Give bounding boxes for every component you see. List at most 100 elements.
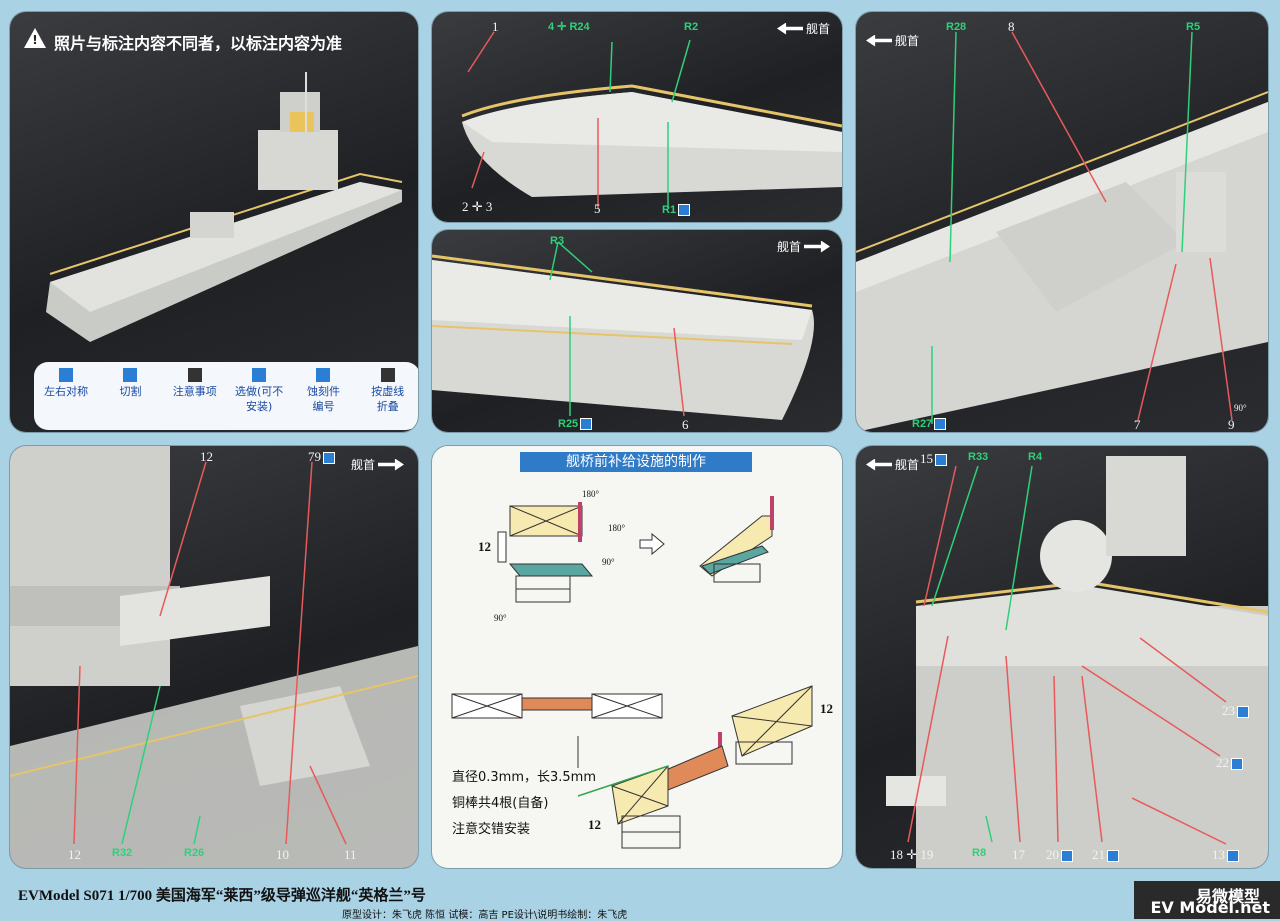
legend-label: 切割 — [119, 385, 142, 398]
photo-panel-bow-side: 舰首 R3 R25 6 — [432, 230, 842, 432]
photo-panel-aft-deck: 舰首 R28 8 R5 R27 7 9 90° — [856, 12, 1268, 432]
symmetry-icon — [1237, 706, 1249, 719]
legend-label: 选做(可不 安装) — [234, 385, 284, 413]
symmetry-icon — [323, 452, 335, 465]
part-label: 15 — [920, 452, 947, 467]
legend-item: 选做(可不 安装) — [230, 368, 288, 415]
symmetry-icon — [1231, 758, 1243, 771]
assembly-diagram-panel: 舰桥前补给设施的制作 — [432, 446, 842, 868]
part-label: 4 ✛ R24 — [548, 21, 590, 33]
part-label: R32 — [112, 847, 133, 859]
assembly-title: 舰桥前补给设施的制作 — [520, 452, 752, 472]
part-label: R3 — [550, 235, 565, 247]
superstructure-illustration — [10, 446, 418, 868]
part-label: R2 — [684, 21, 699, 33]
part-label: 18 ✛ 19 — [890, 847, 934, 862]
symmetry-icon — [580, 418, 593, 430]
part-label: 22 — [1216, 756, 1243, 771]
part-label: R28 — [946, 21, 967, 33]
legend-label: 左右对称 — [44, 385, 89, 398]
arrow-left-icon — [776, 22, 803, 35]
part-label: R5 — [1186, 21, 1201, 33]
photo-panel-superstructure: 舰首 12 79 12 R32 R26 10 11 — [10, 446, 418, 868]
bow-direction: 舰首 — [776, 20, 830, 37]
angle-label: 180° — [608, 523, 626, 533]
legend-label: 按虚线 折叠 — [371, 385, 405, 413]
part-label: R33 — [968, 451, 989, 463]
arrow-right-icon — [378, 458, 404, 471]
legend-item: 蚀刻件 编号 — [294, 368, 352, 415]
legend-box: 左右对称 切割 注意事项 选做(可不 安装) 蚀刻件 编号 按虚线 折叠 — [34, 362, 418, 430]
angle-label: 90° — [1234, 403, 1247, 413]
symmetry-icon — [59, 368, 74, 382]
part-label: 79 — [308, 450, 335, 465]
bow-direction: 舰首 — [866, 32, 919, 49]
bow-side-illustration — [432, 241, 814, 420]
symmetry-icon — [1107, 850, 1119, 863]
forward-superstructure-illustration — [886, 456, 1268, 868]
instruction-text: 注意交错安装 — [452, 822, 531, 837]
part-label: 12 — [588, 817, 601, 832]
symmetry-icon — [935, 454, 947, 467]
optional-icon — [252, 368, 267, 382]
part-label: R26 — [184, 847, 205, 859]
legend-item: 按虚线 折叠 — [359, 368, 417, 415]
arrow-left-icon — [866, 458, 892, 471]
arrow-right-icon — [804, 240, 830, 253]
photo-panel-bow-forward: 舰首 1 4 ✛ R24 R2 2 ✛ 3 5 R1 — [432, 12, 842, 222]
product-title: EVModel S071 1/700 美国海军“莱西”级导弹巡洋舰“英格兰”号 — [18, 888, 426, 904]
part-label: R4 — [1028, 451, 1043, 463]
part-label: 11 — [344, 847, 357, 862]
legend-label: 注意事项 — [172, 385, 217, 398]
warning-text: 照片与标注内容不同者，以标注内容为准 — [54, 34, 343, 53]
part-label: 20 — [1046, 848, 1073, 863]
legend-item: 左右对称 — [37, 368, 95, 400]
legend-label: 蚀刻件 编号 — [306, 385, 340, 413]
aft-deck-illustration — [856, 31, 1268, 432]
part-label: 17 — [1012, 847, 1025, 862]
part-label: 1 — [492, 19, 499, 34]
photo-panel-forward-superstructure: 舰首 15 R33 R4 23 22 18 ✛ 19 R8 17 20 21 1… — [856, 446, 1268, 868]
angle-label: 180° — [582, 489, 600, 499]
part-label: R25 — [558, 418, 593, 430]
angle-label: 90° — [494, 613, 507, 623]
bow-direction: 舰首 — [866, 456, 919, 473]
legend-item: 切割 — [101, 368, 159, 400]
part-label: 9 — [1228, 417, 1235, 432]
part-label: 12 — [68, 847, 81, 862]
bow-forward-illustration — [461, 31, 842, 208]
instruction-text: 直径0.3mm，长3.5mm — [452, 770, 597, 785]
part-label: 23 — [1222, 704, 1249, 719]
part-label: 7 — [1134, 417, 1141, 432]
assembly-diagram — [451, 496, 813, 849]
part-label: 10 — [276, 847, 289, 862]
ship-overview-illustration — [46, 72, 403, 342]
caution-icon — [187, 368, 202, 382]
part-label: 13 — [1212, 848, 1239, 863]
symmetry-icon — [1227, 850, 1239, 863]
part-label: 2 ✛ 3 — [462, 199, 493, 214]
part-label: 6 — [682, 417, 689, 432]
part-label: 12 — [820, 701, 833, 716]
cut-icon — [123, 368, 138, 382]
credits: 原型设计：朱飞虎 陈恒 试模：高吉 PE设计\说明书绘制：朱飞虎 — [342, 910, 628, 921]
part-label: R8 — [972, 847, 987, 859]
part-label: 5 — [594, 201, 601, 216]
brand-logo: 易微模型 EV Model.net — [1134, 881, 1280, 919]
part-label: 21 — [1092, 848, 1119, 863]
part-label: R1 — [662, 204, 691, 216]
part-label: 12 — [478, 539, 491, 554]
part-number-icon — [316, 368, 331, 382]
symmetry-icon — [1061, 850, 1073, 863]
bow-direction: 舰首 — [777, 238, 830, 255]
arrow-left-icon — [866, 34, 892, 47]
angle-label: 90° — [602, 557, 615, 567]
legend-item: 注意事项 — [166, 368, 224, 400]
part-label: R27 — [912, 418, 947, 430]
instruction-text: 铜棒共4根(自备) — [452, 796, 549, 811]
symmetry-icon — [934, 418, 947, 430]
photo-panel-overview: ! 照片与标注内容不同者，以标注内容为准 左右对称切割注意事项选做(可不 安装)… — [10, 12, 418, 432]
symmetry-icon — [678, 204, 691, 216]
bow-direction: 舰首 — [351, 456, 404, 473]
fold-icon — [380, 368, 395, 382]
